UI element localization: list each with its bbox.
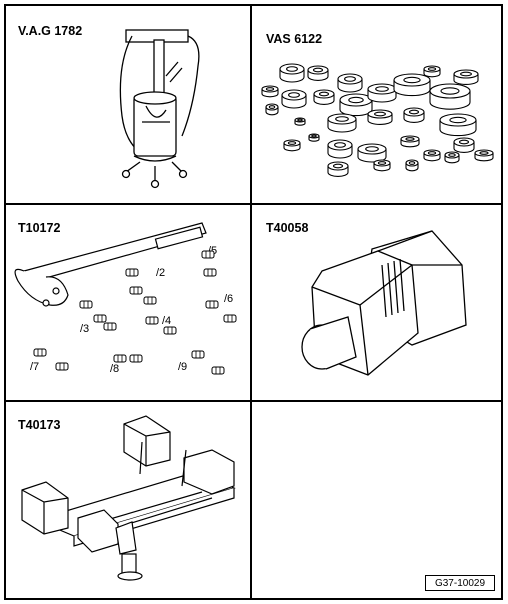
figure-id: G37-10029 <box>425 575 495 591</box>
part-number-label: /4 <box>162 315 172 327</box>
tool-label: T10172 <box>18 221 61 235</box>
tool-cell-t40173: T40173 <box>6 402 250 598</box>
tool-label: V.A.G 1782 <box>18 24 83 38</box>
part-number-label: /6 <box>224 293 234 305</box>
tool-label: T40058 <box>266 221 309 235</box>
tool-cell-empty <box>252 402 501 598</box>
counterhold-tool-illustration <box>14 222 207 307</box>
part-number-label: /9 <box>178 361 188 373</box>
tool-cell-t10172: T10172 /2/3/4/5/6/7/8/9 <box>6 205 250 400</box>
tool-cell-t40058: T40058 <box>252 205 501 400</box>
bolt-set-illustration <box>33 250 237 375</box>
adapter-set-illustration <box>261 63 494 177</box>
tool-cell-vas-6122: VAS 6122 <box>252 6 501 203</box>
grid-divider-2 <box>4 400 503 402</box>
grid-divider-1 <box>4 203 503 205</box>
tool-cell-vag-1782: V.A.G 1782 <box>6 6 250 203</box>
tool-label: T40173 <box>18 418 61 432</box>
part-number-label: /3 <box>80 323 90 335</box>
grid-divider-vertical <box>250 4 252 600</box>
oil-extractor-illustration <box>119 29 200 189</box>
part-number-label: /8 <box>110 363 120 375</box>
engine-support-illustration <box>21 415 236 581</box>
tool-label: VAS 6122 <box>266 32 323 46</box>
socket-adapter-illustration <box>301 230 467 376</box>
tools-grid <box>4 4 503 600</box>
part-number-label: /2 <box>156 267 166 279</box>
part-number-label: /7 <box>30 361 40 373</box>
